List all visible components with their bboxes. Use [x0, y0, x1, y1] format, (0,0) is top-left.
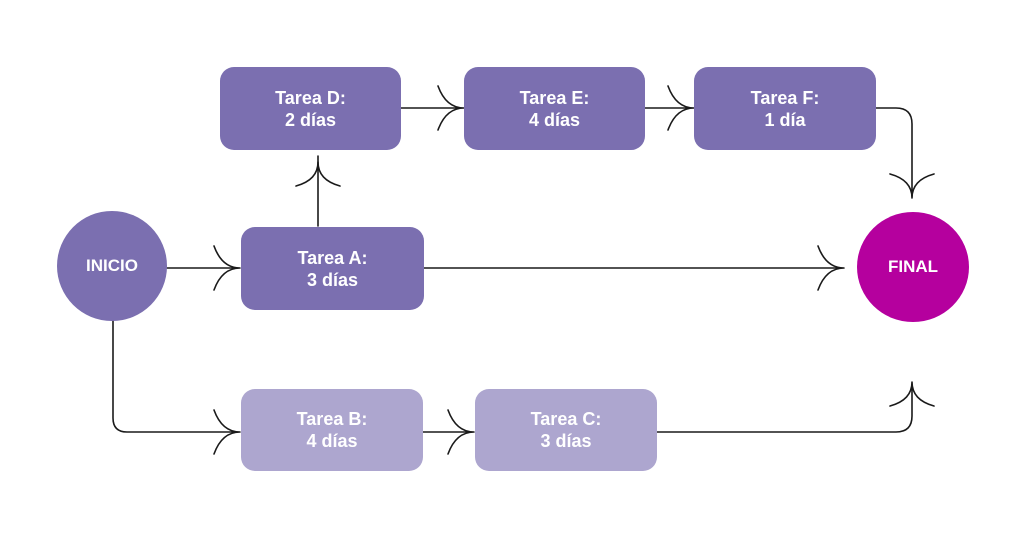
arrowhead-final-bottom — [889, 381, 935, 407]
edge-tarea-c-to-final — [656, 385, 913, 433]
edge-inicio-to-tarea-b — [112, 320, 237, 433]
arrowhead-tarea-c — [447, 409, 475, 455]
task-d-duration: 2 días — [284, 109, 337, 130]
task-a-name: Tarea A: — [297, 247, 368, 268]
edge-tarea-f-to-final — [875, 107, 913, 197]
task-f-name: Tarea F: — [750, 87, 820, 108]
task-f-box: Tarea F: 1 día — [694, 67, 876, 150]
arrowhead-tarea-d — [295, 161, 341, 187]
task-a-box: Tarea A: 3 días — [241, 227, 424, 310]
task-b-duration: 4 días — [306, 431, 358, 451]
task-d-box: Tarea D: 2 días — [220, 67, 401, 150]
task-c-name: Tarea C: — [530, 409, 602, 429]
task-f-duration: 1 día — [764, 109, 806, 130]
end-node: FINAL — [857, 212, 969, 322]
start-node-label: INICIO — [86, 256, 138, 275]
task-b-box: Tarea B: 4 días — [241, 389, 423, 471]
arrowhead-final-top — [889, 173, 935, 199]
task-a-duration: 3 días — [306, 269, 359, 290]
end-node-label: FINAL — [887, 257, 939, 276]
arrowhead-tarea-a — [213, 245, 241, 291]
task-b-name: Tarea B: — [296, 409, 368, 429]
arrowhead-tarea-b — [213, 409, 241, 455]
task-c-box: Tarea C: 3 días — [475, 389, 657, 471]
task-d-name: Tarea D: — [275, 87, 346, 108]
task-e-duration: 4 días — [528, 109, 581, 130]
task-c-duration: 3 días — [540, 431, 592, 451]
arrowhead-final-left — [817, 245, 845, 291]
task-e-name: Tarea E: — [519, 87, 590, 108]
start-node: INICIO — [57, 211, 167, 321]
task-e-box: Tarea E: 4 días — [464, 67, 645, 150]
